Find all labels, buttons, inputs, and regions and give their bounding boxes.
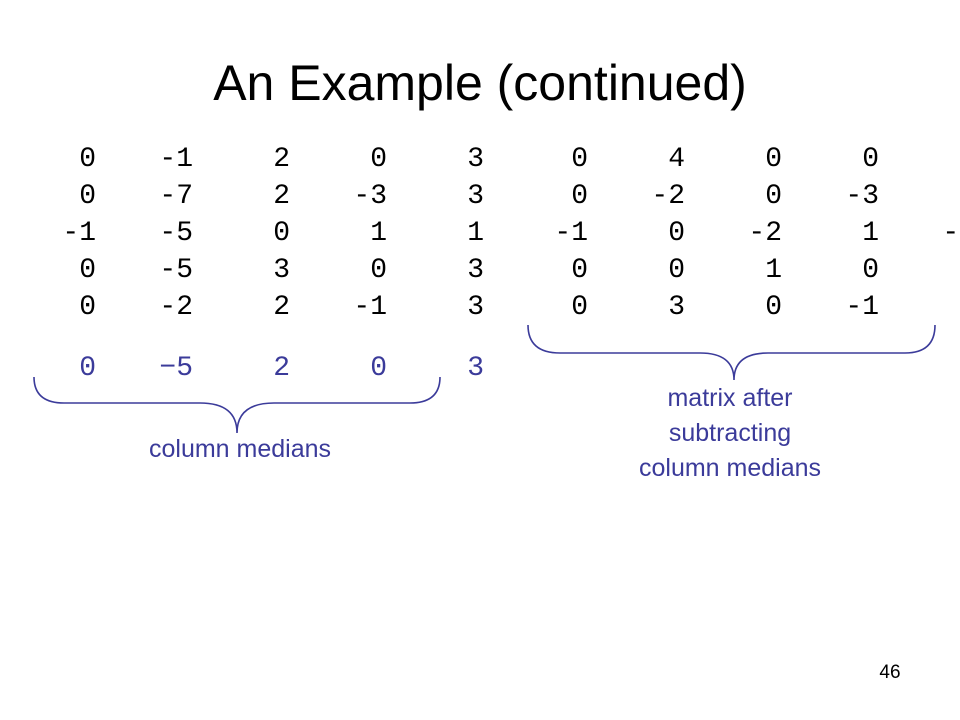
matrix-cell: 2 xyxy=(273,144,290,175)
matrix-row: -1 0 -2 1 -2 xyxy=(491,215,960,252)
right-brace-icon xyxy=(527,324,936,381)
matrix-cell: -2 xyxy=(651,181,685,212)
slide-title: An Example (continued) xyxy=(213,55,747,111)
column-medians-row: 0 −5 2 0 3 xyxy=(0,350,484,387)
matrix-cell: 2 xyxy=(273,181,290,212)
matrix-cell: 0 xyxy=(370,144,387,175)
matrix-cell: 0 xyxy=(668,255,685,286)
matrix-cell: 0 xyxy=(668,218,685,249)
matrix-cell: 3 xyxy=(467,144,484,175)
matrix-cell: 3 xyxy=(467,292,484,323)
matrix-row: 0 -1 2 0 3 xyxy=(0,141,484,178)
matrix-cell: 0 xyxy=(79,292,96,323)
matrix-cell: -1 xyxy=(554,218,588,249)
median-row: 0 −5 2 0 3 xyxy=(0,350,484,387)
matrix-cell: 0 xyxy=(571,255,588,286)
matrix-cell: -3 xyxy=(353,181,387,212)
matrix-row: -1 -5 0 1 1 xyxy=(0,215,484,252)
matrix-cell: 0 xyxy=(765,181,782,212)
matrix-cell: 0 xyxy=(79,181,96,212)
matrix-cell: 0 xyxy=(370,255,387,286)
matrix-cell: -1 xyxy=(353,292,387,323)
matrix-cell: 0 xyxy=(571,144,588,175)
matrix-row: 0-20-30 xyxy=(491,178,960,215)
matrix-cell: 2 xyxy=(273,292,290,323)
median-cell: 3 xyxy=(467,353,484,384)
matrix-row: 030-10 xyxy=(491,289,960,326)
matrix-cell: 3 xyxy=(668,292,685,323)
matrix-cell: -1 xyxy=(62,218,96,249)
matrix-row: 0 -7 2 -3 3 xyxy=(0,178,484,215)
page-number: 46 xyxy=(879,662,901,683)
matrix-cell: 0 xyxy=(862,144,879,175)
matrix-cell: -2 xyxy=(159,292,193,323)
median-cell: 0 xyxy=(79,353,96,384)
matrix-cell: 1 xyxy=(370,218,387,249)
matrix-cell: 0 xyxy=(571,181,588,212)
matrix-cell: 1 xyxy=(862,218,879,249)
matrix-cell: -5 xyxy=(159,218,193,249)
matrix-cell: 0 xyxy=(765,292,782,323)
result-matrix-caption: matrix after subtracting column medians xyxy=(580,381,880,486)
matrix-cell: 0 xyxy=(79,144,96,175)
caption-line: subtracting xyxy=(668,419,792,447)
matrix-row: 0 -2 2 -1 3 xyxy=(0,289,484,326)
result-matrix: 040000-20-30-10-21-200100030-10 xyxy=(491,141,960,326)
matrix-cell: -7 xyxy=(159,181,193,212)
matrix-cell: 1 xyxy=(467,218,484,249)
matrix-cell: -2 xyxy=(748,218,782,249)
matrix-cell: 0 xyxy=(79,255,96,286)
matrix-cell: 4 xyxy=(668,144,685,175)
matrix-cell: 3 xyxy=(467,181,484,212)
matrix-cell: 0 xyxy=(571,292,588,323)
median-cell: 2 xyxy=(273,353,290,384)
original-matrix: 0 -1 2 0 3 0 -7 2 -3 3 -1 -5 0 1 1 0 -5 3 0 3 0 -2 2 -1 3 xyxy=(0,141,484,326)
matrix-cell: -3 xyxy=(845,181,879,212)
matrix-cell: 3 xyxy=(467,255,484,286)
median-cell: −5 xyxy=(159,353,193,384)
matrix-cell: 3 xyxy=(273,255,290,286)
matrix-cell: 0 xyxy=(765,144,782,175)
matrix-cell: -1 xyxy=(159,144,193,175)
matrix-cell: 1 xyxy=(765,255,782,286)
column-medians-caption: column medians xyxy=(148,435,332,463)
matrix-cell: 0 xyxy=(862,255,879,286)
matrix-cell: -2 xyxy=(942,218,960,249)
left-brace-icon xyxy=(33,376,441,434)
matrix-cell: 0 xyxy=(273,218,290,249)
caption-line: column medians xyxy=(638,454,822,482)
caption-line: matrix after xyxy=(667,384,793,412)
matrix-row: 0 -5 3 0 3 xyxy=(0,252,484,289)
matrix-cell: -1 xyxy=(845,292,879,323)
matrix-cell: -5 xyxy=(159,255,193,286)
median-cell: 0 xyxy=(370,353,387,384)
